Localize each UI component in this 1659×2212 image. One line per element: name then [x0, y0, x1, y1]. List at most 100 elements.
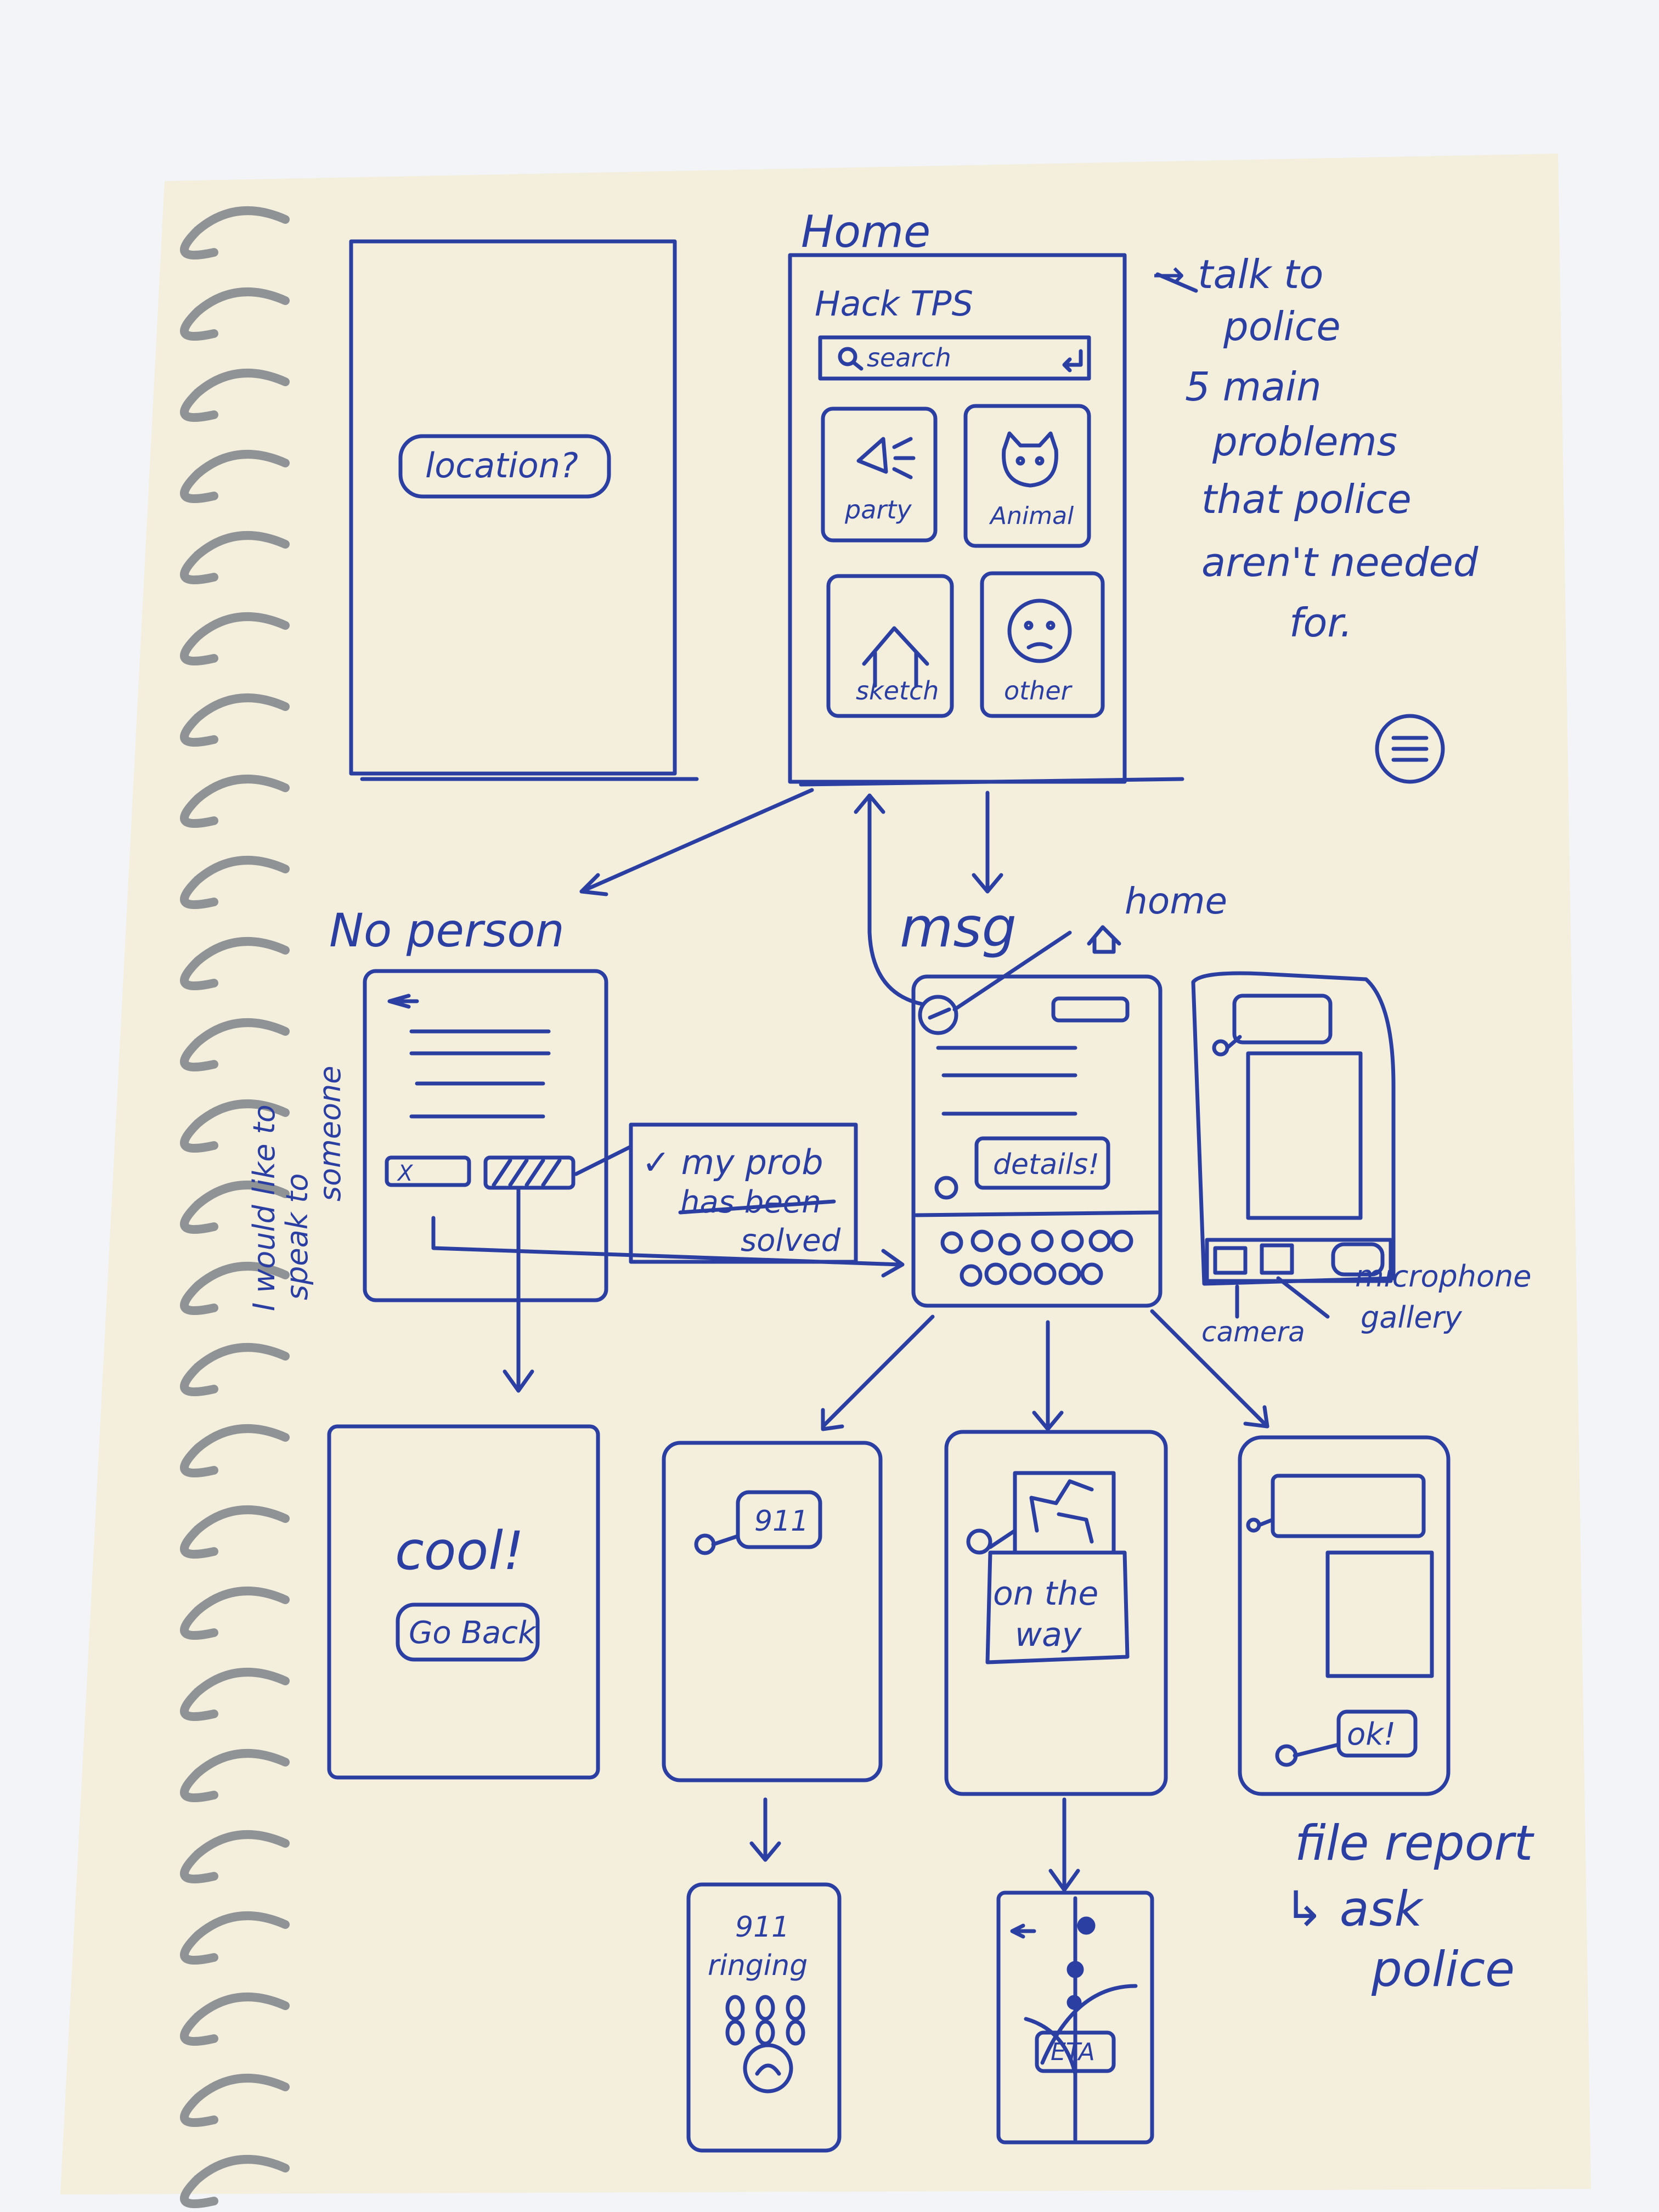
keypad-key[interactable] [725, 2019, 745, 2046]
note-line: that police [1201, 476, 1412, 522]
cat-icon [1002, 431, 1058, 488]
problem-note: has been [680, 1184, 821, 1220]
check-button[interactable] [1051, 996, 1130, 1023]
toolbar-icon[interactable] [984, 1262, 1007, 1285]
yes-button[interactable] [385, 1155, 471, 1187]
go-back-label: Go Back [409, 1615, 537, 1651]
toolbar-icon[interactable] [960, 1264, 983, 1287]
spiral-ring [180, 369, 290, 422]
spiral-ring [180, 1018, 290, 1071]
tile-other[interactable] [980, 571, 1105, 718]
eta-label: ETA [1051, 2038, 1095, 2066]
menu-icon[interactable] [1375, 714, 1445, 784]
phone-icon[interactable] [743, 2043, 793, 2094]
911-label: 911 [754, 1505, 809, 1538]
keypad-key[interactable] [755, 1995, 775, 2021]
speak-note: I would like to [247, 1104, 281, 1311]
toolbar-icons[interactable] [940, 1229, 1133, 1287]
details-button[interactable] [974, 1136, 1110, 1190]
other-label: other [1004, 676, 1073, 706]
search-input[interactable] [818, 335, 1091, 381]
spiral-binding [180, 206, 290, 2208]
flow-arrows [579, 272, 1198, 1006]
cool-label: cool! [395, 1520, 524, 1582]
home-icon [1087, 925, 1121, 954]
toolbar-icon[interactable] [998, 1233, 1021, 1256]
problem-solved-note [629, 1122, 858, 1264]
on-the-way-label: way [1015, 1616, 1082, 1654]
camera-button[interactable] [1213, 1246, 1248, 1275]
camera-label: camera [1201, 1316, 1305, 1348]
file-report-note: file report [1295, 1815, 1535, 1871]
ok-label: ok! [1347, 1717, 1396, 1752]
toolbar-icon[interactable] [1034, 1262, 1057, 1285]
spiral-ring [180, 450, 290, 503]
toolbar-icon[interactable] [1009, 1262, 1032, 1285]
problem-note: solved [741, 1223, 841, 1259]
note-line: 5 main [1185, 364, 1322, 410]
gallery-button[interactable] [1260, 1243, 1294, 1275]
megaphone-icon [856, 437, 916, 479]
house-icon [862, 626, 929, 688]
eta-button[interactable] [1035, 2030, 1116, 2073]
animal-label: Animal [989, 502, 1074, 530]
home-screen [788, 253, 1184, 787]
microphone-label: microphone [1355, 1259, 1532, 1294]
no-person-screen [363, 969, 905, 1393]
sketch-label: sketch [856, 676, 939, 706]
details-label: details! [993, 1148, 1099, 1181]
spiral-ring [180, 2155, 290, 2208]
solved-button[interactable] [483, 1155, 575, 1190]
spiral-ring [180, 775, 290, 828]
party-label: party [844, 495, 912, 524]
ok-bubble [1336, 1709, 1418, 1758]
spiral-ring [180, 531, 290, 584]
note-line: for. [1289, 600, 1352, 646]
spiral-ring [180, 937, 290, 990]
microphone-button[interactable] [1331, 1242, 1385, 1277]
spiral-ring [180, 1181, 290, 1234]
keypad-key[interactable] [725, 1995, 745, 2021]
spiral-ring [180, 1505, 290, 1559]
toolbar-icon[interactable] [970, 1229, 994, 1252]
toolbar-icon[interactable] [1088, 1229, 1111, 1252]
spiral-ring [180, 856, 290, 909]
toolbar-icon[interactable] [1080, 1262, 1103, 1285]
spiral-ring [180, 1343, 290, 1396]
on-the-way-screen [944, 1430, 1168, 1892]
spiral-ring [180, 206, 290, 259]
location-button[interactable] [398, 434, 611, 499]
toolbar-icon[interactable] [1110, 1229, 1133, 1252]
back-arrow-icon[interactable] [387, 994, 419, 1009]
spiral-ring [180, 1424, 290, 1477]
tile-animal[interactable] [963, 404, 1091, 548]
chat-toolbar [1205, 1238, 1393, 1283]
msg-label: msg [900, 895, 1017, 960]
back-button[interactable] [918, 995, 958, 1035]
tile-sketch[interactable] [826, 574, 954, 718]
tile-party[interactable] [821, 407, 938, 543]
file-report-screen [1238, 1435, 1451, 1796]
home-title: Home [801, 206, 930, 257]
back-arrow-icon[interactable] [1010, 1923, 1036, 1939]
toolbar-icon[interactable] [1058, 1262, 1081, 1285]
spiral-ring [180, 612, 290, 665]
file-report-note: ↳ ask [1284, 1881, 1424, 1937]
spiral-ring [180, 1830, 290, 1883]
toolbar-icon[interactable] [940, 1231, 963, 1254]
location-screen [349, 239, 699, 781]
toolbar-icon[interactable] [1031, 1229, 1054, 1252]
go-back-button[interactable] [396, 1602, 540, 1662]
ringing-label: 911 [735, 1911, 789, 1944]
spiral-ring [180, 1911, 290, 1965]
face-icon [1007, 599, 1072, 663]
toolbar-icon[interactable] [1061, 1229, 1084, 1252]
spiral-ring [180, 287, 290, 341]
keypad-key[interactable] [786, 1995, 805, 2021]
spiral-ring [180, 1749, 290, 1802]
spiral-ring [180, 1668, 290, 1721]
keypad-key[interactable] [786, 2019, 805, 2046]
spiral-ring [180, 1262, 290, 1315]
note-line: → talk to [1152, 251, 1323, 297]
